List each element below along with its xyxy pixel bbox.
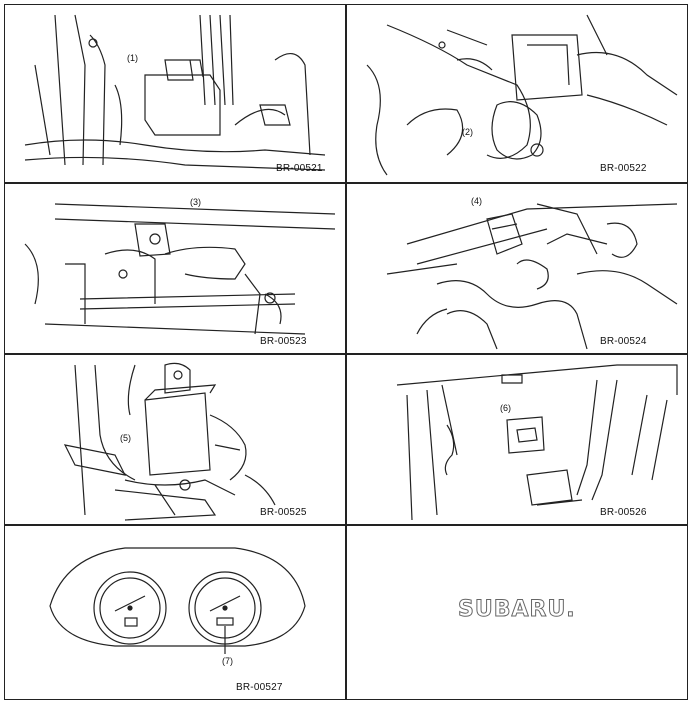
- callout-label: (3): [190, 197, 201, 207]
- callout-label: (1): [127, 53, 138, 63]
- column-divider: [345, 4, 347, 700]
- figure-code: BR-00527: [236, 682, 283, 693]
- callout-label: (4): [471, 196, 482, 206]
- illustration-panel-7: (7) BR-00527: [5, 526, 345, 700]
- illustration-panel-3: (3) BR-00523: [5, 184, 345, 353]
- row-divider-3: [4, 524, 688, 526]
- module-relay-drawing: [24, 14, 326, 171]
- instrument-cluster-drawing: [49, 547, 306, 654]
- figure-code: BR-00525: [260, 507, 307, 518]
- figure-code: BR-00524: [600, 336, 647, 347]
- sensor-assembly-drawing: [366, 14, 678, 176]
- control-module-drawing: [63, 362, 276, 521]
- figure-code: BR-00521: [276, 163, 323, 174]
- illustration-panel-1: (1) BR-00521: [5, 5, 345, 182]
- connector-disconnect-drawing: [386, 203, 678, 350]
- illustration-panel-5: (5) BR-00525: [5, 355, 345, 524]
- bolt-bracket-drawing: [24, 203, 336, 335]
- illustration-panel-6: (6) BR-00526: [347, 355, 687, 524]
- illustration-panel-4: (4) BR-00524: [347, 184, 687, 353]
- callout-label: (5): [120, 433, 131, 443]
- figure-code: BR-00523: [260, 336, 307, 347]
- row-divider-1: [4, 182, 688, 184]
- callout-label: (2): [462, 127, 473, 137]
- callout-label: (6): [500, 403, 511, 413]
- subaru-logo: SUBARU.: [458, 597, 576, 623]
- row-divider-2: [4, 353, 688, 355]
- figure-code: BR-00526: [600, 507, 647, 518]
- callout-label: (7): [222, 656, 233, 666]
- pedal-switch-drawing: [396, 364, 678, 521]
- illustration-panel-2: (2) BR-00522: [347, 5, 687, 182]
- figure-code: BR-00522: [600, 163, 647, 174]
